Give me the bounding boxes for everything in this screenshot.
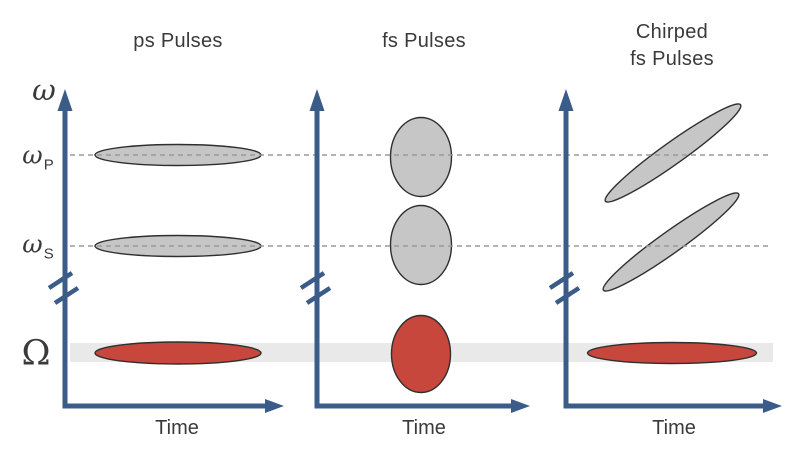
omega-s-base: ω: [22, 229, 43, 259]
panel1-axis-break-stroke-1: [47, 271, 74, 290]
fs-pulse-at-omega-p: [389, 116, 453, 198]
capital-omega-label: Ω: [21, 333, 51, 374]
panel2-time-label: Time: [402, 417, 446, 439]
omega-s-subscript: S: [43, 245, 54, 263]
omega-p-subscript: P: [43, 156, 54, 174]
panel2-axis-break-stroke-1: [299, 271, 326, 290]
panel2-axes: [314, 108, 512, 409]
panel3-axis-break-stroke-2: [554, 286, 581, 305]
panel2-title: fs Pulses: [382, 30, 466, 52]
fs-pulse-at-capital-omega: [390, 314, 452, 394]
panel3-title-line1: Chirped: [635, 21, 709, 43]
panel1-title: ps Pulses: [133, 30, 223, 52]
omega-p-label: ωP: [22, 139, 53, 175]
panel1-axis-break-stroke-2: [53, 286, 80, 305]
panel3-x-axis-arrowhead: [763, 399, 782, 413]
panel2-y-axis-arrowhead: [309, 89, 325, 111]
panel1-x-axis-arrowhead: [265, 399, 284, 413]
chirped-pulse-at-omega-s: [602, 192, 740, 292]
chirped-pulse-at-capital-omega: [586, 341, 758, 365]
panel2-x-axis-arrowhead: [511, 399, 530, 413]
panel3-title: Chirped fs Pulses: [630, 19, 714, 73]
omega-axis-label: ω: [32, 73, 56, 108]
omega-s-label: ωS: [22, 228, 53, 264]
chirped-pulse-at-omega-p: [604, 103, 742, 203]
panel3-axes: [563, 108, 764, 409]
panel1-axes: [62, 108, 266, 409]
omega-p-base: ω: [22, 140, 43, 170]
panel3-time-label: Time: [652, 417, 696, 439]
panel1-time-label: Time: [155, 417, 199, 439]
ps-pulse-at-capital-omega: [94, 341, 262, 365]
panel3-axis-break-stroke-1: [548, 271, 575, 290]
panel1-y-axis-arrowhead: [57, 89, 73, 111]
panel3-y-axis-arrowhead: [558, 89, 574, 111]
fs-pulse-at-omega-s: [389, 204, 453, 286]
panel2-axis-break-stroke-2: [305, 286, 332, 305]
panel3-title-line2: fs Pulses: [630, 48, 714, 70]
